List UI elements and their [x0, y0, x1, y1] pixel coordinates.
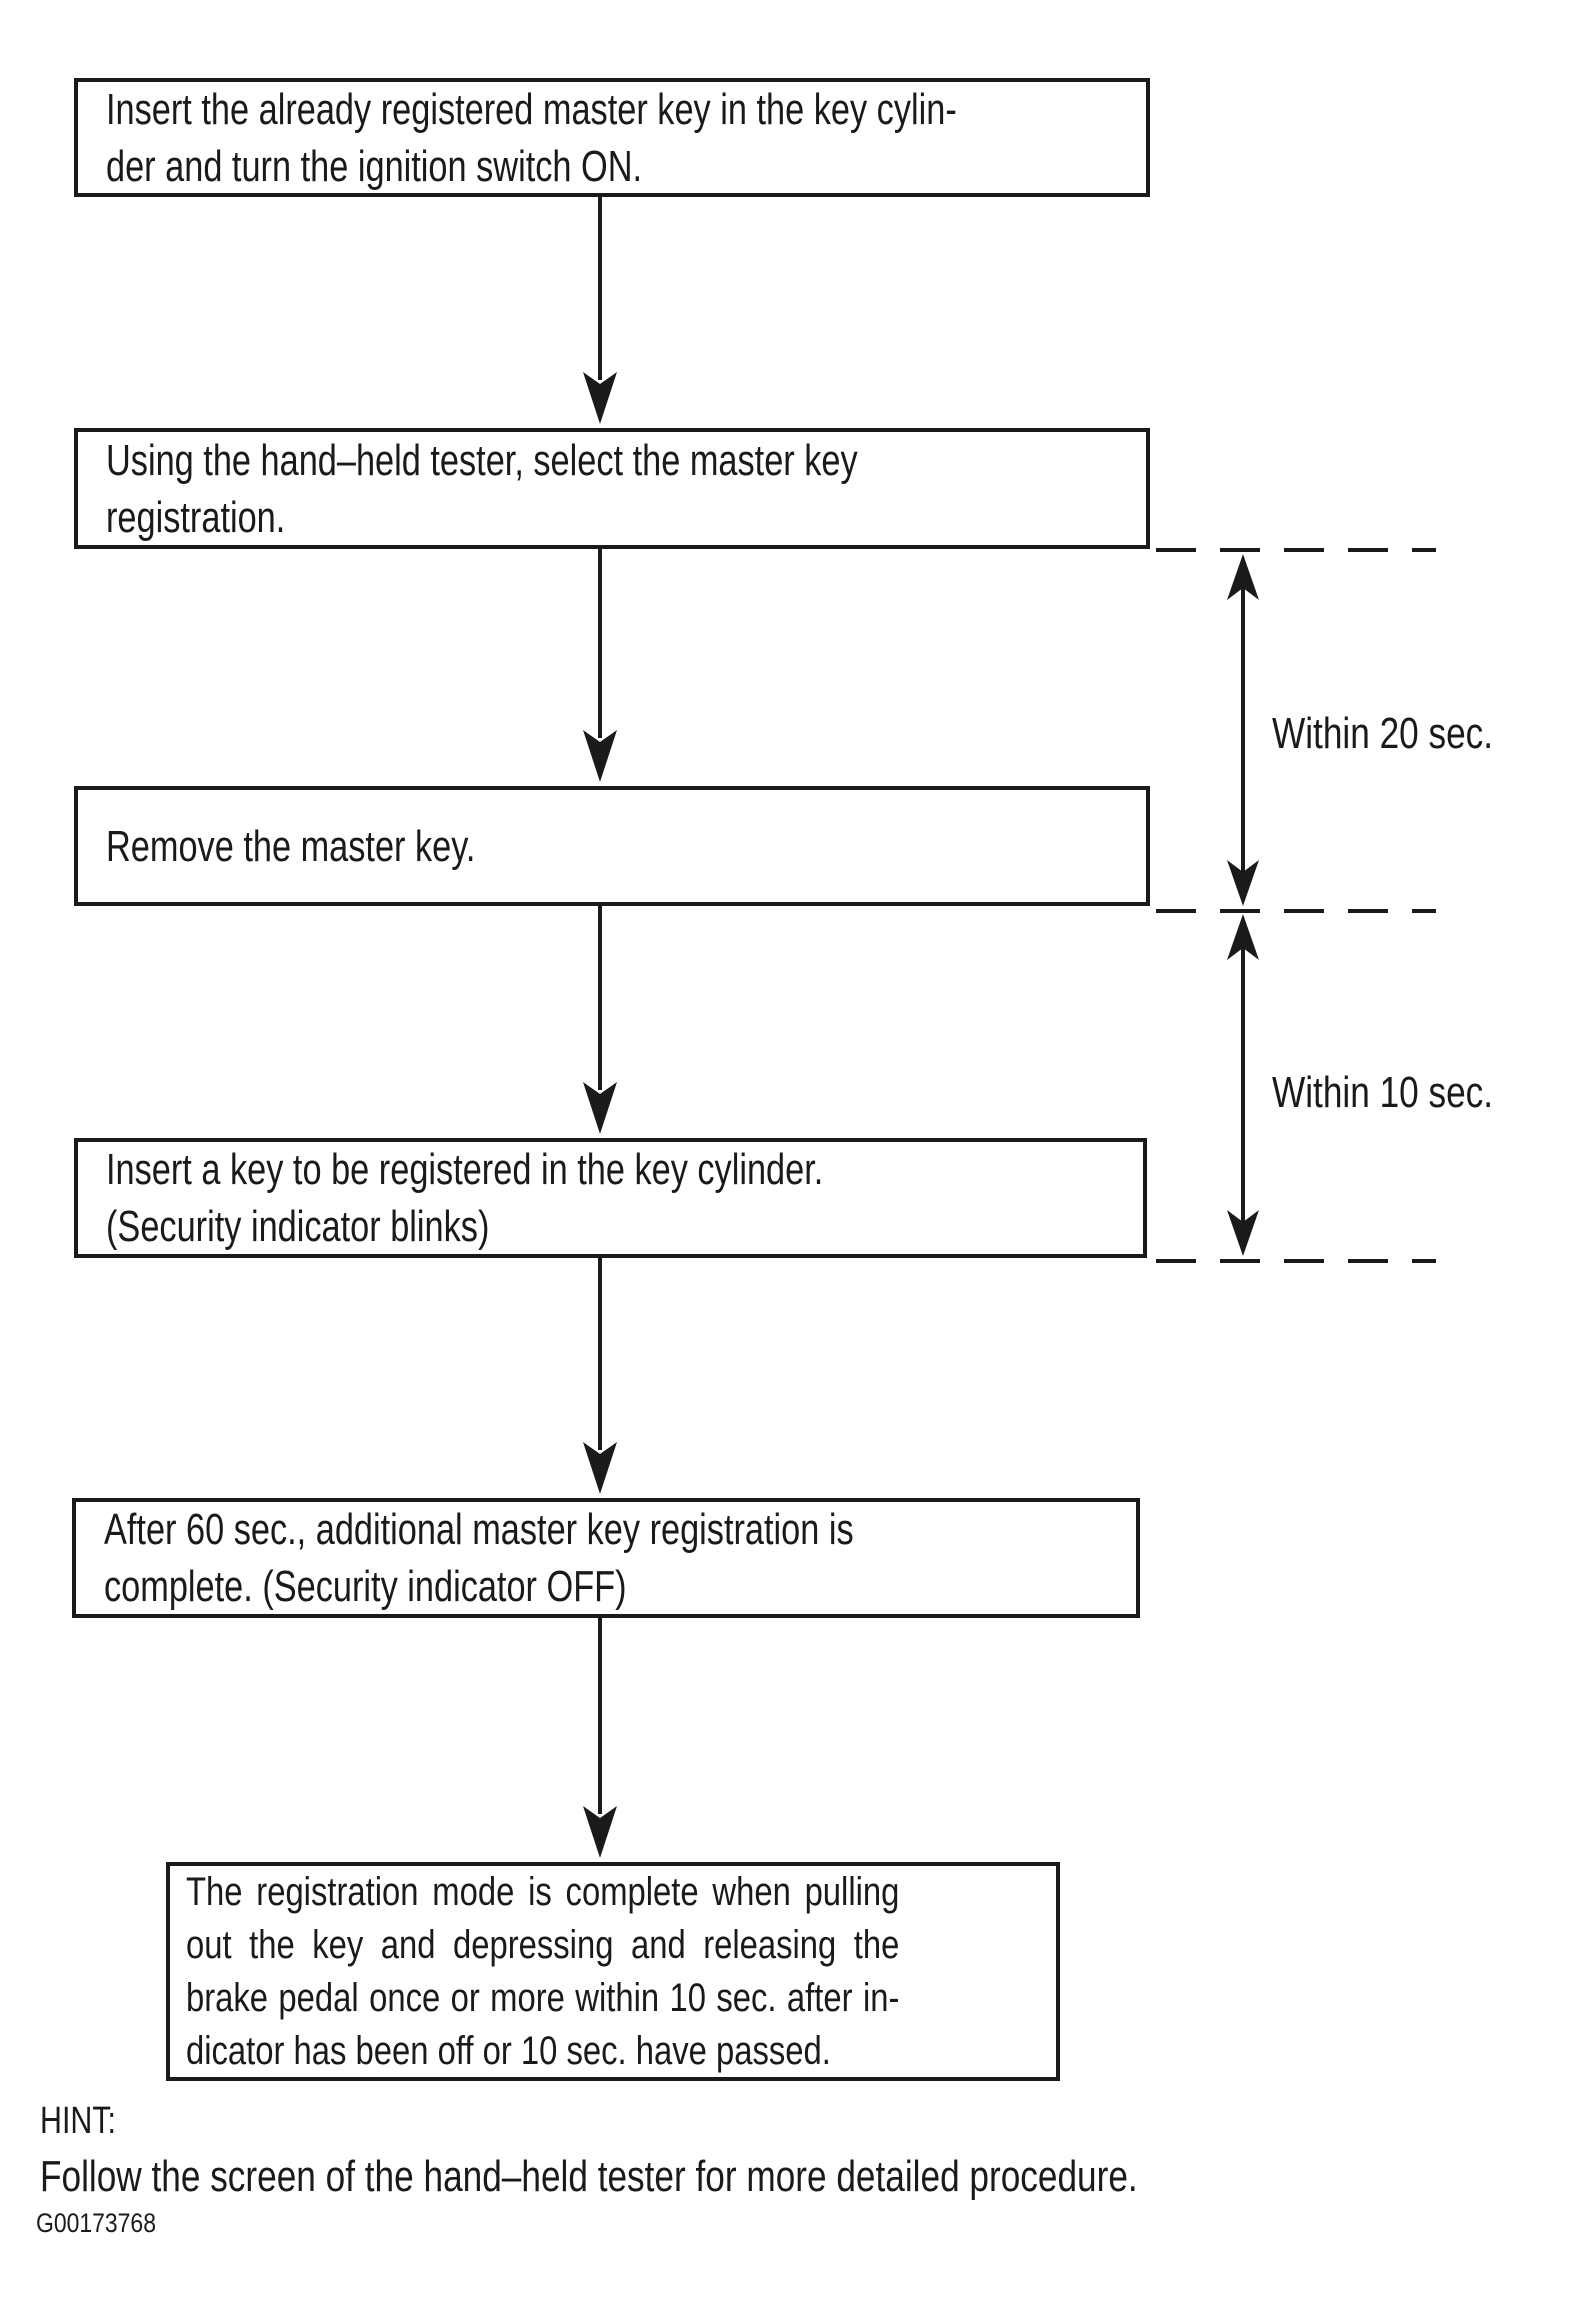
- down-arrow-icon: [578, 197, 622, 424]
- step-text-line: brake pedal once or more within 10 sec. …: [186, 1975, 900, 2020]
- hint-title: HINT:: [40, 2100, 116, 2142]
- timing-dashed-line: [1156, 1258, 1436, 1264]
- step-text-line: der and turn the ignition switch ON.: [106, 141, 643, 191]
- flow-step-insert-key-to-register: Insert a key to be registered in the key…: [74, 1138, 1147, 1258]
- step-text-line: Insert a key to be registered in the key…: [106, 1145, 824, 1194]
- timing-dashed-line: [1156, 908, 1436, 914]
- flow-step-registration-complete: After 60 sec., additional master key reg…: [72, 1498, 1140, 1618]
- step-text-line: out the key and depressing and releasing…: [186, 1922, 900, 1967]
- down-arrow-icon: [578, 1258, 622, 1494]
- timing-dashed-line: [1156, 547, 1436, 553]
- down-arrow-icon: [578, 549, 622, 782]
- step-text: Insert a key to be registered in the key…: [106, 1141, 823, 1255]
- timing-label-10-sec: Within 10 sec.: [1272, 1068, 1494, 1117]
- step-text: Insert the already registered master key…: [106, 81, 957, 195]
- double-arrow-icon: [1221, 912, 1265, 1258]
- step-text-line: Using the hand–held tester, select the m…: [106, 435, 858, 485]
- down-arrow-icon: [578, 1618, 622, 1858]
- step-text-line: After 60 sec., additional master key reg…: [104, 1505, 854, 1554]
- down-arrow-icon: [578, 906, 622, 1134]
- step-text: After 60 sec., additional master key reg…: [104, 1501, 854, 1615]
- hint-text: Follow the screen of the hand–held teste…: [40, 2152, 1138, 2201]
- flow-step-remove-master-key: Remove the master key.: [74, 786, 1150, 906]
- step-text: The registration mode is complete when p…: [186, 1866, 899, 2078]
- step-text: Remove the master key.: [106, 818, 475, 875]
- double-arrow-icon: [1221, 552, 1265, 908]
- step-text-line: registration.: [106, 492, 286, 542]
- step-text-line: The registration mode is complete when p…: [186, 1869, 900, 1914]
- timing-label-20-sec: Within 20 sec.: [1272, 709, 1494, 758]
- step-text-line: Remove the master key.: [106, 821, 476, 871]
- flow-step-insert-registered-master-key: Insert the already registered master key…: [74, 78, 1150, 197]
- step-text-line: (Security indicator blinks): [106, 1202, 490, 1251]
- flow-step-select-master-key-registration: Using the hand–held tester, select the m…: [74, 428, 1150, 549]
- step-text: Using the hand–held tester, select the m…: [106, 432, 858, 546]
- step-text-line: complete. (Security indicator OFF): [104, 1562, 627, 1611]
- step-text-line: dicator has been off or 10 sec. have pas…: [186, 2028, 831, 2073]
- step-text-line: Insert the already registered master key…: [106, 84, 957, 134]
- flow-step-registration-mode-complete: The registration mode is complete when p…: [166, 1862, 1060, 2081]
- figure-code: G00173768: [36, 2208, 156, 2238]
